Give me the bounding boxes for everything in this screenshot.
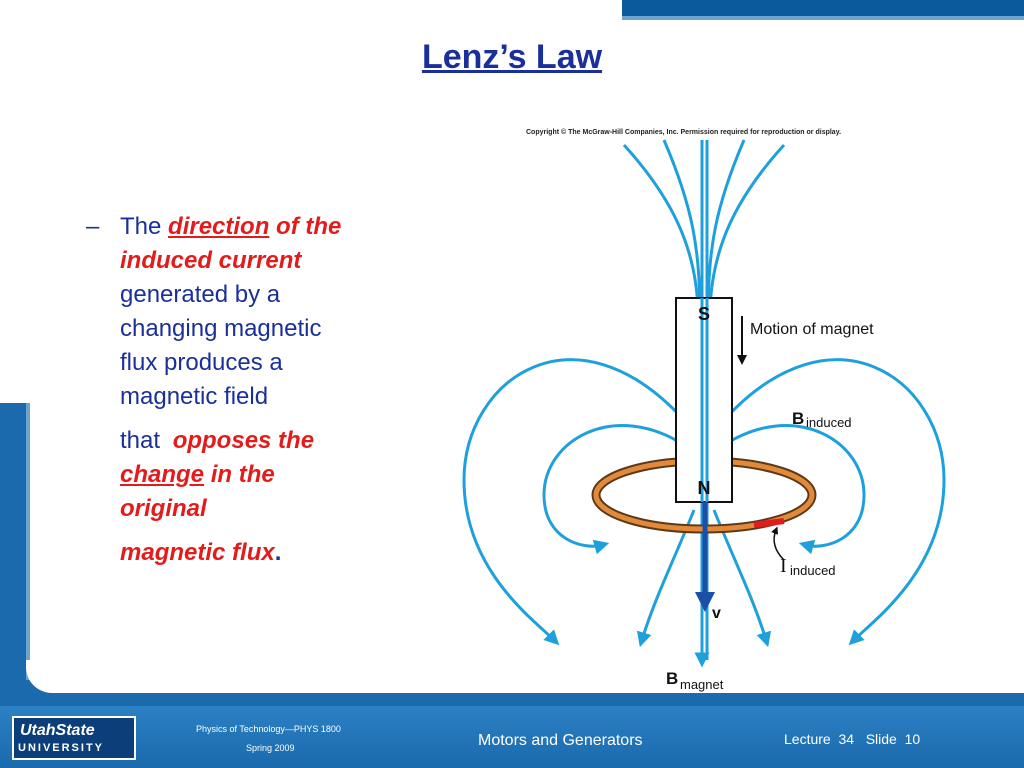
induced-field-loops xyxy=(462,358,946,646)
lenz-law-diagram: Copyright © The McGraw-Hill Companies, I… xyxy=(462,128,946,692)
emphasis-opposes: opposes the xyxy=(172,427,315,454)
i-induced-main: I xyxy=(780,555,787,577)
footer-topic: Motors and Generators xyxy=(478,732,643,749)
b-induced-main: B xyxy=(792,409,804,428)
emphasis-magnetic-flux: magnetic flux xyxy=(120,539,275,566)
bullet-text-that: that xyxy=(120,427,167,454)
logo-wordmark: UtahState xyxy=(20,722,95,739)
emphasis-direction: direction xyxy=(168,213,270,240)
b-magnet-main: B xyxy=(666,669,678,688)
footer-bar xyxy=(0,706,1024,768)
magnet-north-label: N xyxy=(698,478,711,498)
i-induced-label: I induced xyxy=(771,526,836,578)
b-magnet-sub: magnet xyxy=(680,677,724,692)
bullet-period: . xyxy=(274,539,282,566)
b-induced-label: B induced xyxy=(792,409,852,430)
top-accent-bar xyxy=(622,0,1024,16)
velocity-arrow: v xyxy=(695,502,721,622)
b-induced-sub: induced xyxy=(806,415,852,430)
content-area-corner xyxy=(26,660,1024,693)
emphasis-original: in the original xyxy=(120,461,275,522)
motion-indicator: Motion of magnet xyxy=(737,316,874,365)
top-accent-stripe xyxy=(622,16,1024,20)
emphasis-change: change xyxy=(120,461,205,488)
i-induced-sub: induced xyxy=(790,563,836,578)
footer-term: Spring 2009 xyxy=(246,743,295,753)
logo-university: UNIVERSITY xyxy=(18,742,105,754)
footer-course: Physics of Technology—PHYS 1800 xyxy=(196,724,341,734)
utah-state-logo: UtahState UNIVERSITY xyxy=(12,716,136,760)
velocity-label: v xyxy=(712,605,721,622)
bullet-text-the: The xyxy=(120,213,169,240)
left-accent-stripe xyxy=(26,403,30,693)
left-accent-band xyxy=(0,403,26,706)
motion-label: Motion of magnet xyxy=(750,321,874,338)
bullet-text: The direction of the induced current gen… xyxy=(120,210,360,570)
copyright-text: Copyright © The McGraw-Hill Companies, I… xyxy=(526,128,841,136)
bullet-text-generated: generated by a changing magnetic flux pr… xyxy=(120,281,322,410)
bar-magnet: S N xyxy=(675,297,733,503)
copyright-notice: Copyright © The McGraw-Hill Companies, I… xyxy=(526,128,841,136)
b-magnet-label: B magnet xyxy=(666,669,724,692)
emphasis-induced-current: of the induced current xyxy=(120,213,342,274)
footer-slide-number: Lecture 34 Slide 10 xyxy=(784,731,921,747)
bullet-dash: – xyxy=(86,213,100,240)
magnet-south-label: S xyxy=(698,304,710,324)
slide-title: Lenz’s Law xyxy=(421,38,603,76)
